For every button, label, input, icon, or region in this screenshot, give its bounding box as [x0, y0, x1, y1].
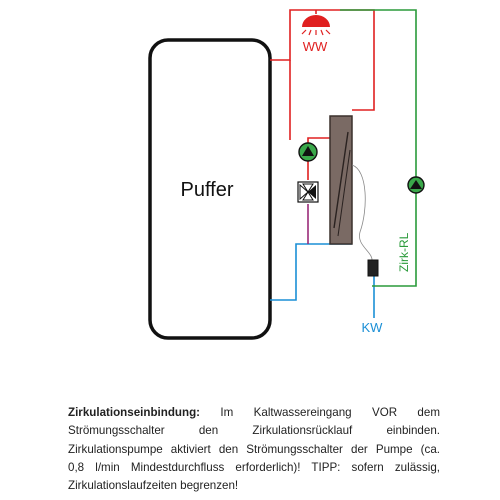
hot-water-line: [270, 9, 375, 180]
heat-exchanger-icon: [329, 115, 353, 245]
circulation-pump-icon: [407, 176, 425, 194]
shower-icon: [301, 10, 331, 36]
circulation-return-line: [340, 9, 417, 287]
caption-title: Zirkulationseinbindung:: [68, 406, 201, 419]
caption-line-5: Zirkulationslaufzeiten begrenzen!: [68, 479, 239, 493]
flow-switch-icon: [367, 259, 379, 277]
buffer-tank: [148, 38, 272, 340]
caption-line-1: Zirkulationseinbindung: Im Kaltwasserein…: [68, 404, 440, 422]
caption-line-4: 0,8 l/min Mindestdurchfluss erforderlich…: [68, 460, 440, 474]
caption-line-1-text: Im Kaltwassereingang VOR dem: [220, 406, 440, 419]
sensor-wire: [351, 164, 373, 263]
mixing-valve-icon: [297, 181, 319, 203]
circulation-diagram: Puffer WW: [148, 9, 425, 340]
hot-water-label: WW: [303, 39, 328, 54]
cold-water-label: KW: [362, 320, 384, 335]
caption-line-2: Strömungsschalter den Zirkulationsrückla…: [68, 424, 440, 438]
caption-line-3: Zirkulationspumpe aktiviert den Strömung…: [68, 442, 440, 456]
caption: Zirkulationseinbindung: Im Kaltwasserein…: [68, 404, 440, 494]
cold-water-line: [270, 243, 375, 318]
pump-icon: [298, 142, 318, 162]
buffer-tank-label: Puffer: [181, 179, 234, 201]
circulation-return-label: Zirk-RL: [397, 232, 411, 272]
